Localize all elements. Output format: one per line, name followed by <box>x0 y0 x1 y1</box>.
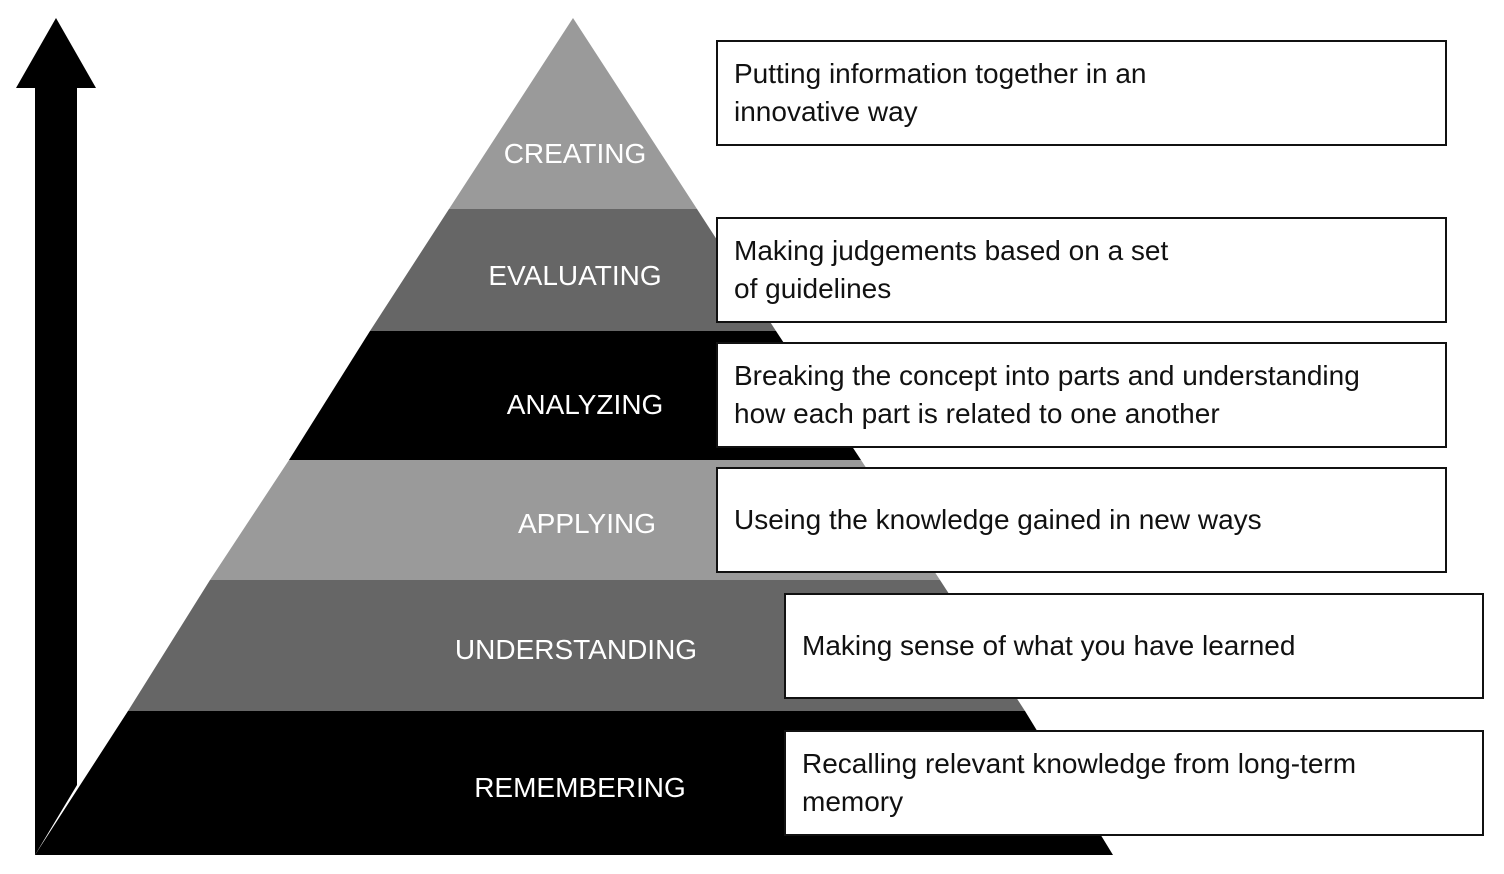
level-labels: CREATING EVALUATING ANALYZING APPLYING U… <box>455 138 697 803</box>
level-label-remembering: REMEMBERING <box>474 772 686 803</box>
description-analyzing: Breaking the concept into parts and unde… <box>716 342 1447 448</box>
description-creating: Putting information together in an innov… <box>716 40 1447 146</box>
description-line: of guidelines <box>734 273 892 304</box>
upward-arrow <box>16 18 96 855</box>
description-understanding: Making sense of what you have learned <box>784 593 1484 699</box>
pyramid-level-creating <box>449 18 697 209</box>
level-label-applying: APPLYING <box>518 508 656 539</box>
description-evaluating: Making judgements based on a set of guid… <box>716 217 1447 323</box>
description-line: innovative way <box>734 96 918 127</box>
level-label-analyzing: ANALYZING <box>507 389 664 420</box>
description-line: how each part is related to one another <box>734 398 1220 429</box>
description-line: memory <box>802 786 904 817</box>
description-line: Recalling relevant knowledge from long-t… <box>802 748 1357 779</box>
description-line: Putting information together in an <box>734 58 1147 89</box>
level-label-creating: CREATING <box>504 138 647 169</box>
level-label-understanding: UNDERSTANDING <box>455 634 697 665</box>
pyramid-level-evaluating <box>370 209 776 331</box>
description-line: Making sense of what you have learned <box>802 630 1296 661</box>
description-line: Breaking the concept into parts and unde… <box>734 360 1360 391</box>
level-label-evaluating: EVALUATING <box>488 260 661 291</box>
description-applying: Useing the knowledge gained in new ways <box>716 467 1447 573</box>
description-line: Useing the knowledge gained in new ways <box>734 504 1262 535</box>
description-line: Making judgements based on a set <box>734 235 1169 266</box>
description-remembering: Recalling relevant knowledge from long-t… <box>784 730 1484 836</box>
